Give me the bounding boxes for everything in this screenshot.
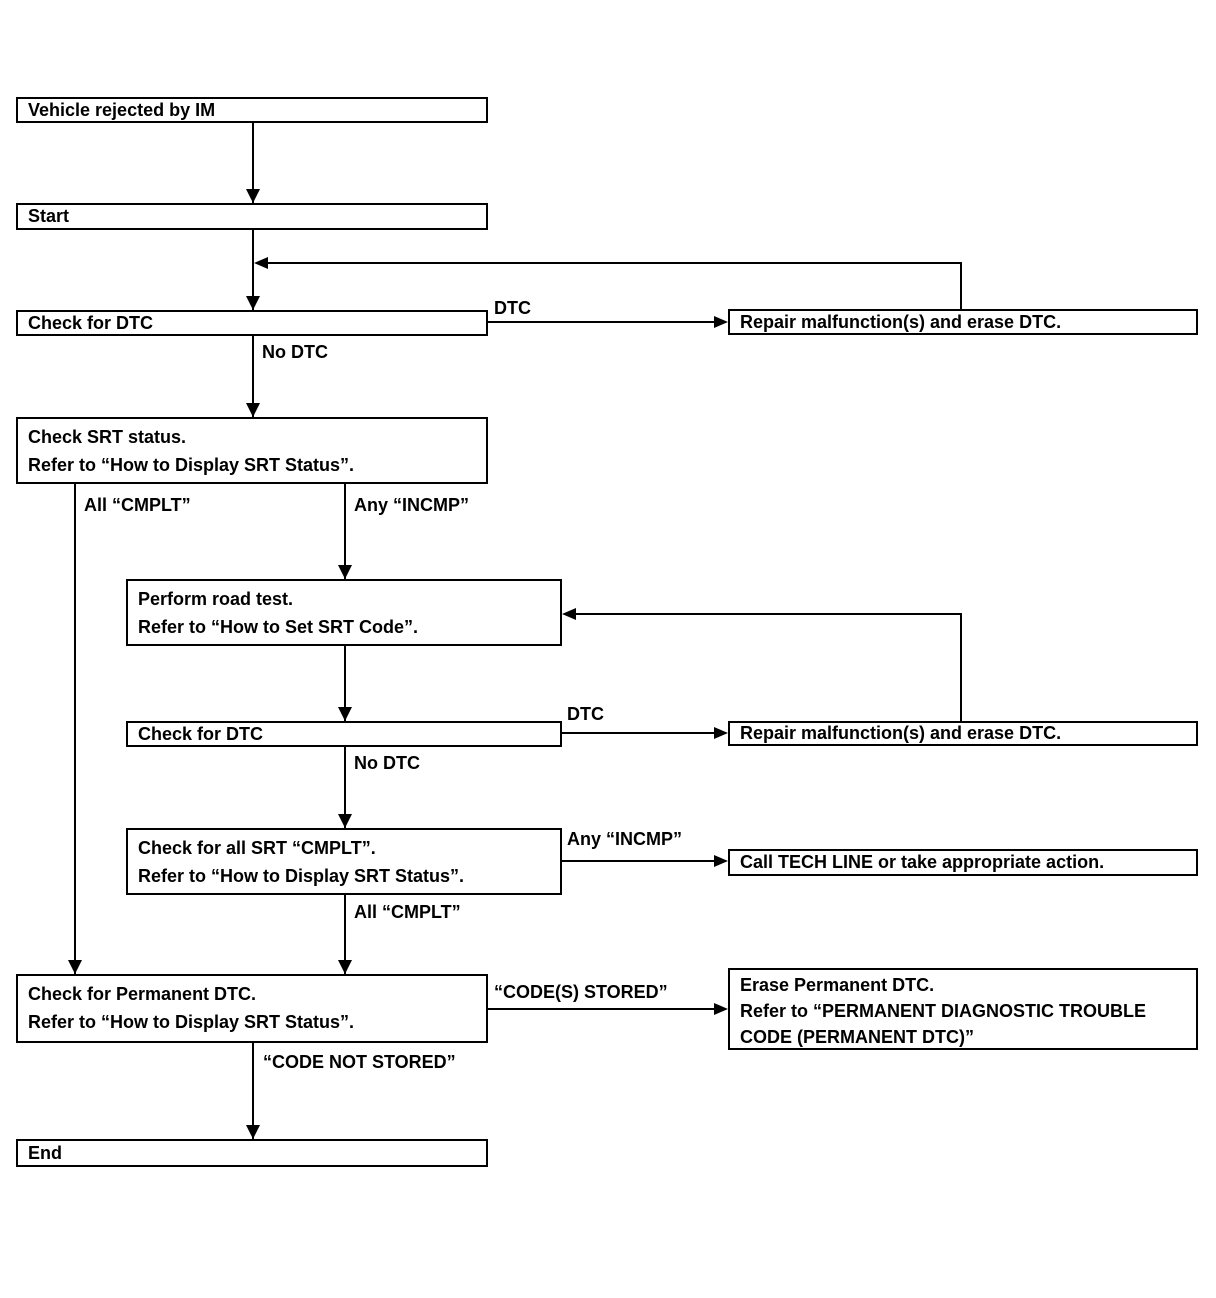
- node-text-line: CODE (PERMANENT DTC)”: [740, 1027, 974, 1047]
- edge-label-all-cmplt-left: All “CMPLT”: [84, 495, 191, 515]
- arrowhead-check-srt-to-permanent-left: [68, 960, 82, 974]
- node-text-line: Check for DTC: [28, 312, 154, 333]
- node-call-tech-line: Call TECH LINE or take appropriate actio…: [728, 849, 1198, 876]
- connector-check-dtc-2-to-check-all-srt: [344, 747, 346, 828]
- connector-check-dtc-1-to-repair-1: [488, 321, 718, 323]
- connector-check-dtc-2-to-repair-2: [562, 732, 718, 734]
- node-perform-road-test: Perform road test. Refer to “How to Set …: [126, 579, 562, 646]
- node-text-line: Start: [28, 206, 70, 226]
- connector-repair-1-feedback-up: [960, 262, 962, 309]
- arrowhead-check-dtc-1-to-repair-1: [714, 316, 728, 328]
- arrowhead-permanent-to-end: [246, 1125, 260, 1139]
- connector-check-dtc-1-to-check-srt: [252, 336, 254, 417]
- connector-check-all-srt-to-call-tech: [562, 860, 718, 862]
- edge-label-any-incmp-2: Any “INCMP”: [567, 829, 683, 849]
- node-check-srt-status: Check SRT status. Refer to “How to Displ…: [16, 417, 488, 484]
- node-text-line: End: [28, 1142, 62, 1163]
- arrowhead-repair-2-feedback: [562, 608, 576, 620]
- connector-check-all-srt-to-permanent: [344, 895, 346, 974]
- node-text-line: Refer to “How to Set SRT Code”.: [138, 617, 419, 637]
- node-text-line: Refer to “How to Display SRT Status”.: [138, 866, 465, 886]
- node-text-line: Repair malfunction(s) and erase DTC.: [740, 723, 1062, 743]
- connector-repair-2-feedback-up: [960, 613, 962, 721]
- node-text-line: Refer to “How to Display SRT Status”.: [28, 1012, 355, 1032]
- arrowhead-vehicle-to-start: [246, 189, 260, 203]
- connector-permanent-to-end: [252, 1043, 254, 1139]
- node-check-dtc-2: Check for DTC: [126, 721, 562, 747]
- node-vehicle-rejected: Vehicle rejected by IM: [16, 97, 488, 123]
- node-text-line: Check for DTC: [138, 723, 264, 744]
- arrowhead-road-test-to-check-dtc-2: [338, 707, 352, 721]
- node-repair-dtc-1: Repair malfunction(s) and erase DTC.: [728, 309, 1198, 335]
- node-text-line: Refer to “PERMANENT DIAGNOSTIC TROUBLE: [740, 1001, 1147, 1021]
- connector-permanent-to-erase: [488, 1008, 718, 1010]
- arrowhead-check-dtc-2-to-check-all-srt: [338, 814, 352, 828]
- connector-repair-2-feedback-across: [570, 613, 962, 615]
- node-end: End: [16, 1139, 488, 1167]
- connector-vehicle-to-start: [252, 123, 254, 203]
- node-text-line: Vehicle rejected by IM: [28, 99, 216, 120]
- arrowhead-check-srt-to-road-test: [338, 565, 352, 579]
- edge-label-code-not-stored: “CODE NOT STORED”: [263, 1052, 456, 1072]
- node-check-all-srt: Check for all SRT “CMPLT”. Refer to “How…: [126, 828, 562, 895]
- node-text-line: Call TECH LINE or take appropriate actio…: [740, 852, 1105, 872]
- node-check-permanent-dtc: Check for Permanent DTC. Refer to “How t…: [16, 974, 488, 1043]
- edge-label-codes-stored: “CODE(S) STORED”: [494, 982, 668, 1002]
- node-start: Start: [16, 203, 488, 230]
- arrowhead-check-dtc-2-to-repair-2: [714, 727, 728, 739]
- node-erase-permanent-dtc: Erase Permanent DTC. Refer to “PERMANENT…: [728, 968, 1198, 1050]
- arrowhead-check-all-srt-to-call-tech: [714, 855, 728, 867]
- edge-label-dtc-1: DTC: [494, 298, 531, 318]
- node-text-line: Check for all SRT “CMPLT”.: [138, 838, 376, 858]
- edge-label-no-dtc-1: No DTC: [262, 342, 328, 362]
- edge-label-dtc-2: DTC: [567, 704, 604, 724]
- connector-check-srt-to-road-test: [344, 484, 346, 579]
- node-text-line: Refer to “How to Display SRT Status”.: [28, 455, 355, 475]
- edge-label-no-dtc-2: No DTC: [354, 753, 420, 773]
- arrowhead-permanent-to-erase: [714, 1003, 728, 1015]
- arrowhead-start-to-check-dtc-1: [246, 296, 260, 310]
- node-text-line: Check for Permanent DTC.: [28, 984, 257, 1004]
- node-text-line: Erase Permanent DTC.: [740, 975, 935, 995]
- node-text-line: Check SRT status.: [28, 427, 187, 447]
- arrowhead-check-dtc-1-to-check-srt: [246, 403, 260, 417]
- arrowhead-repair-1-feedback: [254, 257, 268, 269]
- node-repair-dtc-2: Repair malfunction(s) and erase DTC.: [728, 721, 1198, 746]
- connector-road-test-to-check-dtc-2: [344, 646, 346, 721]
- node-text-line: Perform road test.: [138, 589, 294, 609]
- edge-label-any-incmp-1: Any “INCMP”: [354, 495, 470, 515]
- arrowhead-check-all-srt-to-permanent: [338, 960, 352, 974]
- node-check-dtc-1: Check for DTC: [16, 310, 488, 336]
- connector-repair-1-feedback-across: [260, 262, 962, 264]
- connector-start-to-check-dtc-1: [252, 230, 254, 310]
- node-text-line: Repair malfunction(s) and erase DTC.: [740, 311, 1062, 332]
- connector-check-srt-to-permanent-left: [74, 484, 76, 974]
- edge-label-all-cmplt-2: All “CMPLT”: [354, 902, 461, 922]
